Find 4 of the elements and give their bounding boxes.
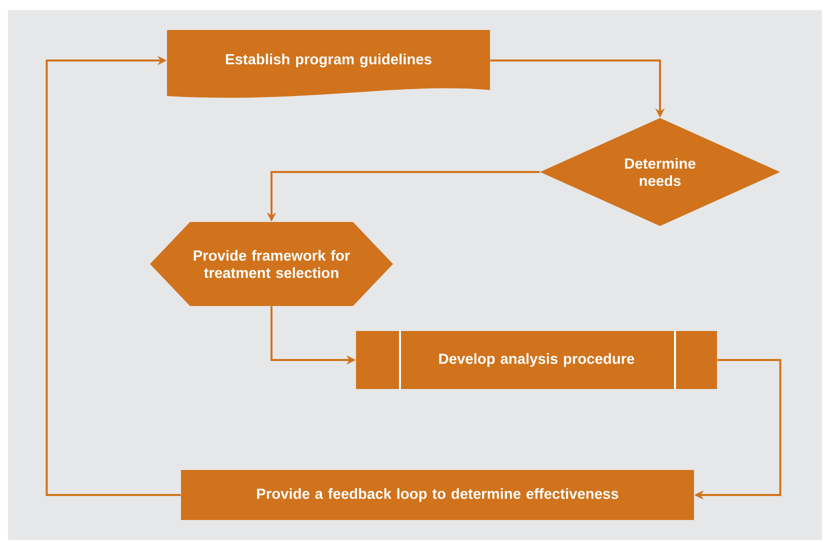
arrow bbox=[46, 56, 181, 496]
process-box: Provide a feedback loop to determine effectiveness bbox=[181, 470, 694, 520]
preparation-hexagon: Provide framework for treatment selection bbox=[150, 222, 393, 306]
process-box: Develop analysis procedure bbox=[356, 330, 717, 390]
